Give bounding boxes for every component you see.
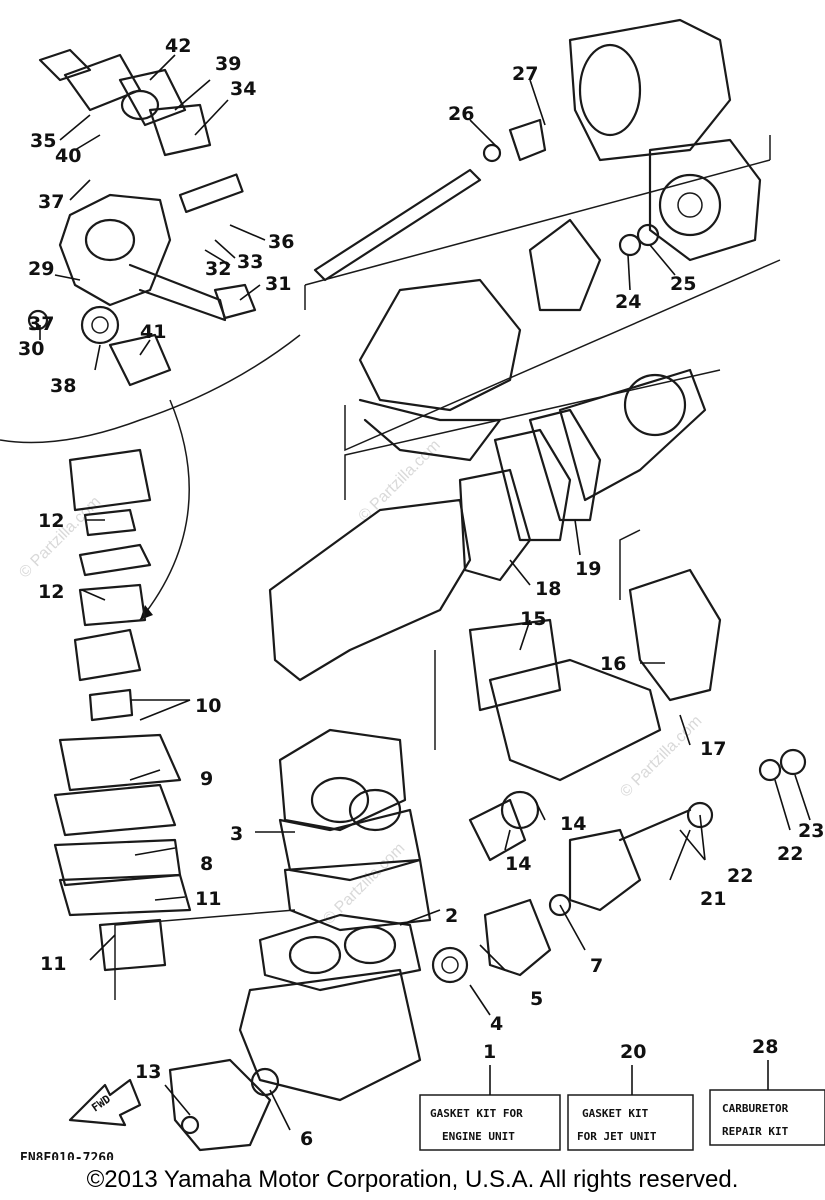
- parts-diagram: © Partzilla.com © Partzilla.com © Partzi…: [0, 18, 825, 1160]
- callout-2: 2: [445, 905, 458, 927]
- callout-38: 38: [50, 375, 76, 397]
- kit-number: 1: [483, 1041, 496, 1063]
- engine-block-group: [114, 728, 807, 1102]
- callout-22a: 22: [727, 865, 753, 887]
- kit-line1: GASKET KIT FOR: [430, 1107, 523, 1120]
- callout-5: 5: [530, 988, 543, 1010]
- callout-19: 19: [575, 558, 601, 580]
- callout-17: 17: [700, 738, 726, 760]
- watermark: © Partzilla.com: [320, 840, 408, 928]
- callout-40: 40: [55, 145, 81, 167]
- kit-box-engine: GASKET KIT FOR ENGINE UNIT 1: [419, 1041, 561, 1151]
- copyright-notice: ©2013 Yamaha Motor Corporation, U.S.A. A…: [86, 1166, 739, 1193]
- jet-pump-group: [304, 18, 781, 462]
- callout-39: 39: [215, 53, 241, 75]
- callout-14b: 14: [560, 813, 586, 835]
- callout-24: 24: [615, 291, 641, 313]
- callout-12b: 12: [38, 581, 64, 603]
- fwd-arrow: FWD: [68, 1078, 142, 1127]
- gasket-stack-group: [53, 448, 192, 972]
- callout-18: 18: [535, 578, 561, 600]
- callout-13: 13: [135, 1061, 161, 1083]
- callout-37b: 37: [28, 313, 54, 335]
- drawing-code: EN8E010-7260: [20, 1151, 114, 1160]
- kit-box-jet: GASKET KIT FOR JET UNIT 20: [567, 1041, 694, 1151]
- kit-number: 20: [620, 1041, 646, 1063]
- callout-42: 42: [165, 35, 191, 57]
- callout-11b: 11: [40, 953, 66, 975]
- callout-7: 7: [590, 955, 603, 977]
- kit-line1: GASKET KIT: [582, 1107, 649, 1120]
- callout-22b: 22: [777, 843, 803, 865]
- callout-10: 10: [195, 695, 221, 717]
- watermark: © Partzilla.com: [16, 493, 104, 581]
- callout-33: 33: [237, 251, 263, 273]
- callout-32: 32: [205, 258, 231, 280]
- kit-line2: FOR JET UNIT: [577, 1130, 657, 1143]
- callout-14a: 14: [505, 853, 531, 875]
- callout-35: 35: [30, 130, 56, 152]
- callout-26: 26: [448, 103, 474, 125]
- callout-36: 36: [268, 231, 294, 253]
- callout-15: 15: [520, 608, 546, 630]
- callout-6: 6: [300, 1128, 313, 1150]
- callout-21: 21: [700, 888, 726, 910]
- callout-27: 27: [512, 63, 538, 85]
- kit-line2: REPAIR KIT: [722, 1125, 789, 1138]
- callout-12a: 12: [38, 510, 64, 532]
- exhaust-group: [268, 368, 722, 782]
- callout-8: 8: [200, 853, 213, 875]
- kit-line1: CARBURETOR: [722, 1102, 789, 1115]
- callout-4: 4: [490, 1013, 503, 1035]
- callout-9: 9: [200, 768, 213, 790]
- callout-31: 31: [265, 273, 291, 295]
- kit-line2: ENGINE UNIT: [442, 1130, 515, 1143]
- callout-labels: 1 2 3 4 5 6 7 8 9 10 11 11 12 12 13 14 1…: [18, 35, 824, 1150]
- carburetor-group: [0, 48, 301, 621]
- callout-37a: 37: [38, 191, 64, 213]
- callout-34: 34: [230, 78, 256, 100]
- callout-16: 16: [600, 653, 626, 675]
- callout-3: 3: [230, 823, 243, 845]
- callout-41: 41: [140, 321, 166, 343]
- callout-29: 29: [28, 258, 54, 280]
- callout-11a: 11: [195, 888, 221, 910]
- kit-number: 28: [752, 1036, 778, 1058]
- callout-30: 30: [18, 338, 44, 360]
- callout-25: 25: [670, 273, 696, 295]
- leader-lines: [39, 54, 811, 1131]
- kit-box-carburetor: CARBURETOR REPAIR KIT 28: [709, 1036, 825, 1146]
- callout-23: 23: [798, 820, 824, 842]
- watermark: © Partzilla.com: [617, 713, 705, 801]
